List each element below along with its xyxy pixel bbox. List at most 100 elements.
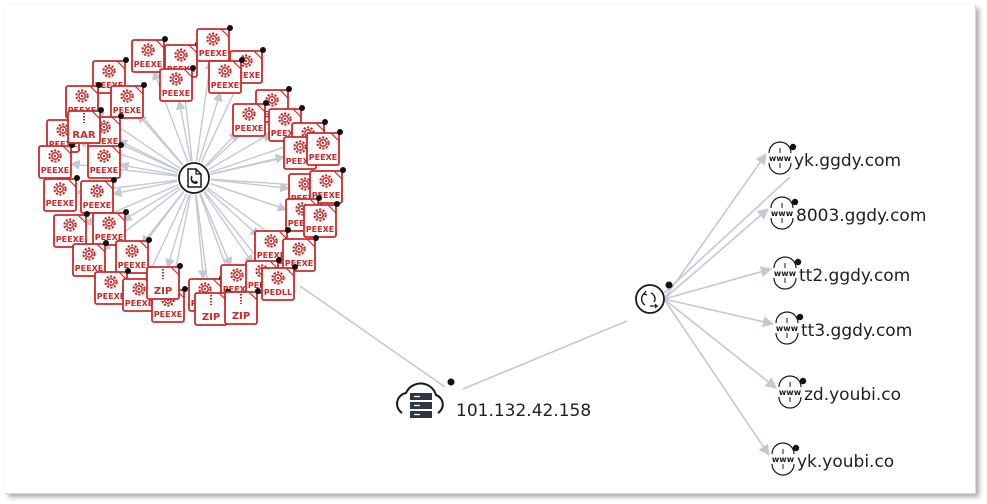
graph-edge xyxy=(195,194,213,295)
node-dot xyxy=(799,377,807,385)
file-type-label: PEEXE xyxy=(232,71,260,80)
graph-edge xyxy=(136,113,184,166)
file-node[interactable]: PEEXE xyxy=(38,142,75,179)
node-dot xyxy=(789,143,797,151)
phone-document-icon xyxy=(187,168,202,188)
node-dot xyxy=(177,263,183,269)
file-node[interactable]: PEEXE xyxy=(131,36,168,73)
file-type-label: PEEXE xyxy=(235,124,263,133)
graph-edge xyxy=(199,193,232,268)
file-node[interactable]: PEEXE xyxy=(306,129,343,166)
svg-text:www: www xyxy=(776,324,799,333)
file-node[interactable]: PEEXE xyxy=(72,240,109,277)
file-type-label: PEEXE xyxy=(312,191,340,200)
file-node[interactable]: PEEXE xyxy=(43,175,80,212)
file-type-label: PEEXE xyxy=(118,261,146,270)
file-node[interactable]: ZIP xyxy=(224,288,261,325)
graph-edge xyxy=(118,161,178,176)
phone-document-node[interactable] xyxy=(178,162,210,194)
file-node[interactable]: PEEXE xyxy=(159,65,196,102)
graph-edge xyxy=(203,191,254,265)
file-type-label: PEEXE xyxy=(211,81,239,90)
graph-edge xyxy=(663,153,767,300)
node-dot xyxy=(123,57,129,63)
file-node[interactable]: RAR xyxy=(67,107,104,144)
file-node[interactable]: PEEXE xyxy=(92,209,129,246)
file-node[interactable]: PEDLL xyxy=(261,264,298,301)
hub-node[interactable] xyxy=(635,281,673,314)
node-dot xyxy=(286,86,292,92)
file-node[interactable]: PEEXE xyxy=(232,100,269,137)
node-dot xyxy=(334,201,340,207)
file-type-label: ZIP xyxy=(154,286,172,297)
www-globe-icon: www xyxy=(771,442,795,476)
node-dot xyxy=(316,195,322,201)
node-dot xyxy=(118,113,124,119)
graph-edge xyxy=(210,179,291,193)
domain-label: yk.youbi.co xyxy=(797,452,894,472)
file-node[interactable]: PEEXE xyxy=(303,201,340,238)
file-node[interactable]: PEEXE xyxy=(208,57,245,94)
node-dot xyxy=(103,240,109,246)
node-dot xyxy=(263,100,269,106)
ip-label: 101.132.42.158 xyxy=(456,401,591,421)
graph-edge xyxy=(145,193,188,282)
file-node[interactable]: PEEXE xyxy=(115,237,152,274)
domain-label: zd.youbi.co xyxy=(804,385,901,405)
node-dot xyxy=(285,227,291,233)
node-dot xyxy=(292,264,298,270)
file-type-label: PEEXE xyxy=(113,106,141,115)
node-dot xyxy=(791,198,799,206)
file-node[interactable]: PEEXE xyxy=(87,142,124,179)
node-dot xyxy=(337,129,343,135)
domain-label: tt3.ggdy.com xyxy=(801,321,912,341)
file-type-label: PEEXE xyxy=(286,157,314,166)
svg-text:www: www xyxy=(779,388,802,397)
node-dot xyxy=(123,209,129,215)
node-dot xyxy=(792,444,800,452)
relationship-graph[interactable]: PEEXEPEEXEPEEXEPEEXEPEEXEPEEXEPEEXEPEEXE… xyxy=(5,5,975,493)
node-dot xyxy=(255,288,261,294)
file-node[interactable]: PEEXE xyxy=(110,82,147,119)
file-type-label: PEEXE xyxy=(223,285,251,294)
graph-edge xyxy=(462,320,628,390)
file-node[interactable]: ZIP xyxy=(146,263,183,300)
file-type-label: PEEXE xyxy=(306,225,334,234)
node-dot xyxy=(260,47,266,53)
file-type-label: PEEXE xyxy=(49,140,77,149)
file-type-label: ZIP xyxy=(232,311,250,322)
www-globe-icon: www xyxy=(773,256,797,290)
file-type-label: RAR xyxy=(72,130,95,141)
graph-edge xyxy=(663,298,775,328)
graph-edge xyxy=(209,142,294,174)
ip-node[interactable]: 101.132.42.158 xyxy=(396,378,591,422)
file-type-label: PEEXE xyxy=(90,166,118,175)
file-type-label: PEDLL xyxy=(264,288,292,297)
www-globe-icon: www xyxy=(775,311,799,345)
www-globe-icon: www xyxy=(768,141,792,175)
file-node[interactable]: PEEXE xyxy=(53,211,90,248)
graph-edge xyxy=(121,186,180,222)
node-dot xyxy=(141,82,147,88)
node-dot xyxy=(182,286,188,292)
file-node[interactable]: PEEXE xyxy=(309,167,346,204)
file-node[interactable]: PEEXE xyxy=(80,177,117,214)
graph-edge xyxy=(208,132,273,171)
www-globe-icon: www xyxy=(770,196,794,230)
file-type-label: PEEXE xyxy=(125,299,153,308)
file-node[interactable]: PEEXE xyxy=(196,25,233,62)
node-dot xyxy=(125,268,131,274)
graph-edge xyxy=(663,298,777,389)
cloud-server-icon xyxy=(396,382,444,418)
file-type-label: PEEXE xyxy=(162,89,190,98)
node-dot xyxy=(162,36,168,42)
node-dot xyxy=(796,313,804,321)
file-node[interactable]: PEEXE xyxy=(282,235,319,272)
